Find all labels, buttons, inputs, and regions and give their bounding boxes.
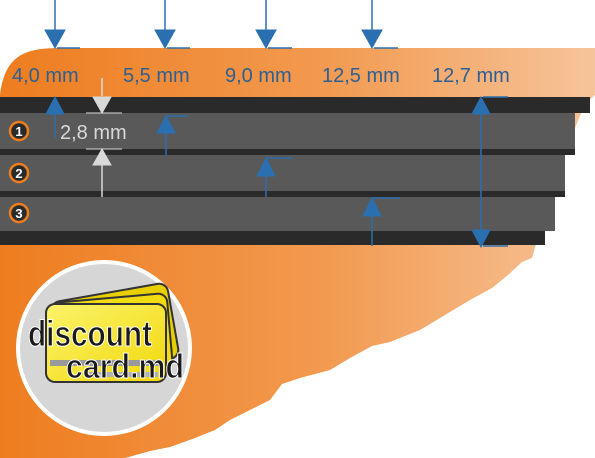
discountcard-logo: discount card.md [16,260,192,436]
arrow-down-icon [44,29,66,50]
arrow-down-icon [471,229,491,249]
stripe-separator-2 [0,191,565,197]
track-gap-marker [86,78,122,197]
track-3 [0,197,555,231]
cards-icon [45,282,180,383]
arrow-down-icon [92,96,112,115]
measure-markers [45,95,508,249]
measurement-labels: 4,0 mm 5,5 mm 9,0 mm 12,5 mm 12,7 mm [12,65,510,87]
track-2 [0,155,565,191]
top-arrows [44,0,398,50]
arrow-down-icon [154,29,176,50]
logo-text-card-md: card.md [66,348,184,386]
stripe-band-top [0,97,590,113]
measurement-5-5: 5,5 mm [123,65,190,87]
svg-text:1: 1 [15,124,22,139]
logo-text-discount: discount [28,313,152,354]
track-number-1: 1 [8,120,30,142]
arrow-down-icon [255,29,277,50]
track-numbers: 1 2 3 [8,120,30,224]
arrow-up-icon [471,95,491,115]
track-1 [0,113,575,149]
stripe-band-bottom [0,231,545,245]
measurement-9-0: 9,0 mm [225,65,292,87]
magnetic-stripe [0,97,590,245]
measurement-12-7: 12,7 mm [432,65,510,87]
stripe-separator-1 [0,149,575,155]
svg-text:2: 2 [15,166,22,181]
track-gap-label: 2,8 mm [60,122,127,144]
track-number-2: 2 [8,162,30,184]
measurement-12-5: 12,5 mm [322,65,400,87]
svg-text:3: 3 [15,206,22,221]
measurement-4-0: 4,0 mm [12,65,79,87]
arrow-down-icon [361,29,383,50]
track-number-3: 3 [8,202,30,224]
